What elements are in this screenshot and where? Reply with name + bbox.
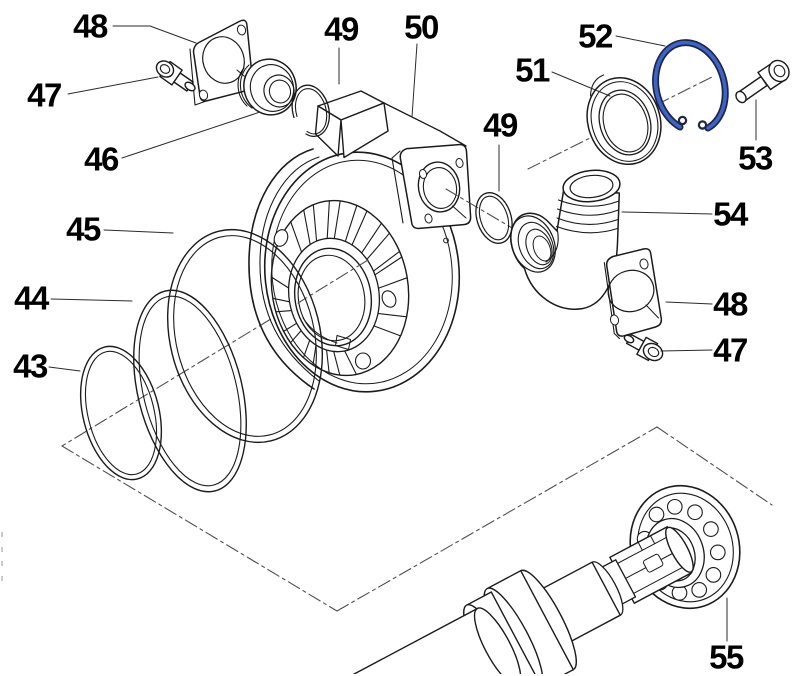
callout-51: 51 — [515, 51, 550, 89]
part-circlip-52-highlighted — [652, 39, 729, 132]
spider-vanes — [270, 200, 408, 376]
callout-47-inlet: 47 — [27, 76, 62, 114]
leader-47-outlet — [660, 349, 713, 352]
bearing-ball — [687, 504, 703, 521]
leader-52 — [615, 35, 666, 47]
leader-47-inlet — [67, 76, 159, 95]
leader-45 — [103, 229, 174, 234]
callout-43: 43 — [13, 347, 48, 385]
leader-54 — [621, 211, 713, 215]
part-seal-46 — [237, 58, 297, 116]
callout-55: 55 — [709, 638, 744, 676]
part-elbow-fitting-54 — [510, 169, 621, 310]
bearing-ball — [705, 567, 722, 583]
shaft-spline-tip — [665, 526, 694, 573]
callout-44: 44 — [14, 279, 49, 317]
bearing-ball — [666, 498, 683, 515]
axis-line-shaft — [656, 426, 773, 506]
part-oring-45 — [166, 228, 324, 444]
leader-43 — [48, 366, 81, 372]
callout-54: 54 — [713, 195, 748, 233]
callout-52: 52 — [578, 17, 613, 55]
callout-45: 45 — [66, 210, 101, 248]
part-seal-ring-51 — [586, 74, 662, 166]
part-bolt-47-outlet — [623, 333, 664, 362]
axis-line-v-left — [61, 445, 338, 612]
part-bolt-53 — [735, 59, 790, 104]
leader-44 — [50, 298, 133, 302]
part-pump-housing-50 — [248, 90, 472, 393]
part-bolt-47-inlet — [155, 60, 196, 92]
callout-48-inlet: 48 — [73, 7, 108, 45]
leader-48-outlet — [665, 301, 713, 305]
leader-46 — [121, 111, 261, 159]
leader-lines — [48, 25, 757, 642]
callout-48-outlet: 48 — [713, 285, 748, 323]
part-flange-48-inlet — [189, 19, 254, 106]
callout-46: 46 — [84, 140, 119, 178]
part-retaining-ring-49-top — [291, 84, 330, 138]
part-shaft-55 — [270, 526, 694, 674]
callout-50: 50 — [404, 8, 439, 46]
leader-48-inlet — [112, 25, 197, 44]
circlip-ear-hole — [677, 115, 688, 126]
circlip-ear-hole — [697, 120, 708, 130]
bearing-ball — [648, 506, 665, 523]
bearing-ball — [691, 582, 708, 598]
axis-line-v-right — [336, 426, 658, 612]
callout-49-outlet: 49 — [483, 106, 518, 144]
part-oring-49-outlet — [475, 192, 513, 244]
bearing-ball — [703, 521, 719, 537]
callout-53: 53 — [738, 139, 773, 177]
bearing-ball — [709, 544, 726, 561]
callout-47-outlet: 47 — [713, 331, 748, 369]
part-flange-48-outlet — [603, 248, 663, 340]
part-oring-43 — [79, 345, 163, 481]
callout-49-top: 49 — [324, 10, 359, 48]
leader-51 — [551, 71, 611, 97]
part-oring-44 — [133, 289, 247, 493]
axis-line-bore-segment — [297, 259, 369, 304]
leader-50 — [411, 43, 418, 118]
